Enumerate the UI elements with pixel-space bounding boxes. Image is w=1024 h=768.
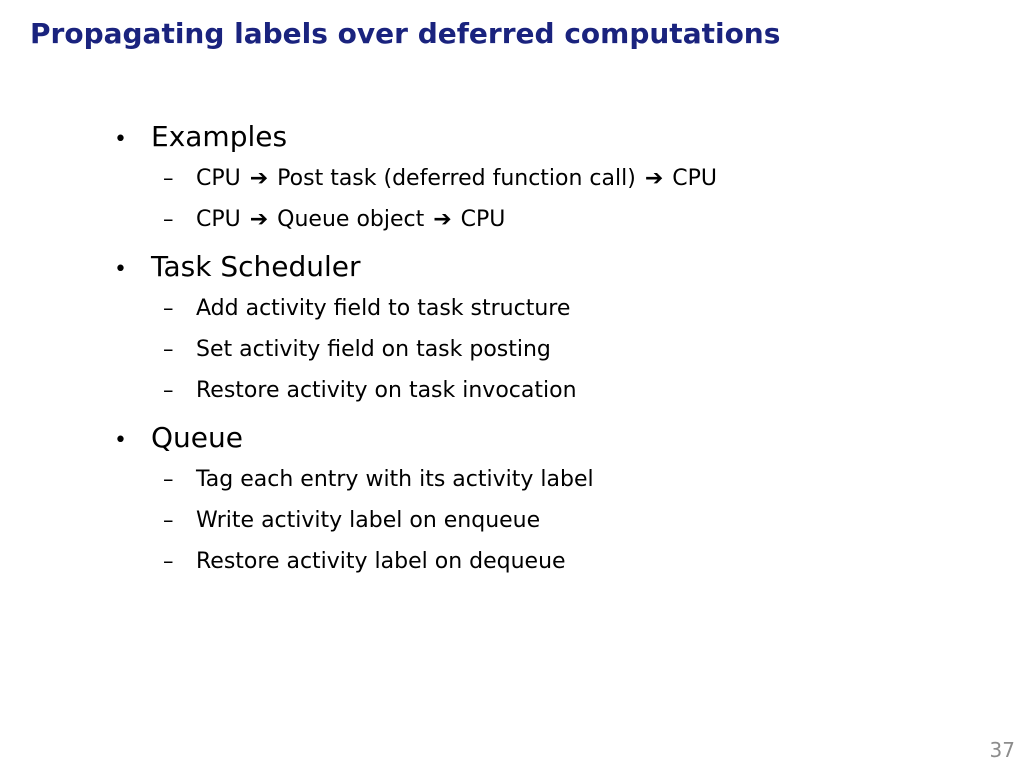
flow-step: CPU	[196, 207, 241, 232]
sub-item-text: CPU ➔ Post task (deferred function call)…	[196, 158, 717, 199]
sub-item-text: Write activity label on enqueue	[196, 508, 541, 533]
dash-marker: –	[163, 207, 174, 231]
bullet-row: • Examples	[114, 116, 974, 158]
sub-item: – Restore activity label on dequeue	[163, 541, 974, 582]
right-arrow-icon: ➔	[249, 207, 269, 232]
sub-item: – Tag each entry with its activity label	[163, 459, 974, 500]
sub-item-text: Restore activity on task invocation	[196, 378, 577, 403]
bullet-marker: •	[114, 257, 127, 282]
sub-item: – CPU ➔ Queue object ➔ CPU	[163, 199, 974, 240]
sub-item: – Restore activity on task invocation	[163, 370, 974, 411]
sub-list: – Add activity field to task structure –…	[114, 288, 974, 415]
bullet-label: Task Scheduler	[151, 250, 361, 283]
sub-item-text: Set activity field on task posting	[196, 337, 551, 362]
sub-item-text: Add activity field to task structure	[196, 296, 571, 321]
sub-list: – Tag each entry with its activity label…	[114, 459, 974, 586]
sub-item: – Set activity field on task posting	[163, 329, 974, 370]
sub-item: – Add activity field to task structure	[163, 288, 974, 329]
bullet-marker: •	[114, 428, 127, 453]
page-number: 37	[989, 738, 1015, 762]
bullet-examples: • Examples – CPU ➔ Post task (deferred f…	[114, 116, 974, 244]
bullet-task-scheduler: • Task Scheduler – Add activity field to…	[114, 246, 974, 415]
dash-marker: –	[163, 467, 174, 491]
sub-item-text: Restore activity label on dequeue	[196, 549, 566, 574]
bullet-row: • Task Scheduler	[114, 246, 974, 288]
right-arrow-icon: ➔	[249, 166, 269, 191]
flow-step: Post task (deferred function call)	[277, 166, 636, 191]
right-arrow-icon: ➔	[644, 166, 664, 191]
slide-title: Propagating labels over deferred computa…	[30, 17, 781, 50]
dash-marker: –	[163, 378, 174, 402]
right-arrow-icon: ➔	[433, 207, 452, 232]
sub-item: – CPU ➔ Post task (deferred function cal…	[163, 158, 974, 199]
dash-marker: –	[163, 296, 174, 320]
sub-item: – Write activity label on enqueue	[163, 500, 974, 541]
bullet-queue: • Queue – Tag each entry with its activi…	[114, 417, 974, 586]
flow-step: CPU	[196, 166, 241, 191]
bullet-row: • Queue	[114, 417, 974, 459]
bullet-label: Queue	[151, 421, 243, 454]
flow-step: Queue object	[277, 207, 425, 232]
dash-marker: –	[163, 549, 174, 573]
flow-step: CPU	[460, 207, 506, 232]
sub-item-text: CPU ➔ Queue object ➔ CPU	[196, 199, 505, 240]
sub-item-text: Tag each entry with its activity label	[196, 467, 594, 492]
bullet-label: Examples	[151, 120, 288, 153]
dash-marker: –	[163, 337, 174, 361]
flow-step: CPU	[672, 166, 717, 191]
bullet-list: • Examples – CPU ➔ Post task (deferred f…	[114, 116, 974, 588]
dash-marker: –	[163, 166, 174, 190]
dash-marker: –	[163, 508, 174, 532]
sub-list: – CPU ➔ Post task (deferred function cal…	[114, 158, 974, 244]
bullet-marker: •	[114, 127, 127, 152]
